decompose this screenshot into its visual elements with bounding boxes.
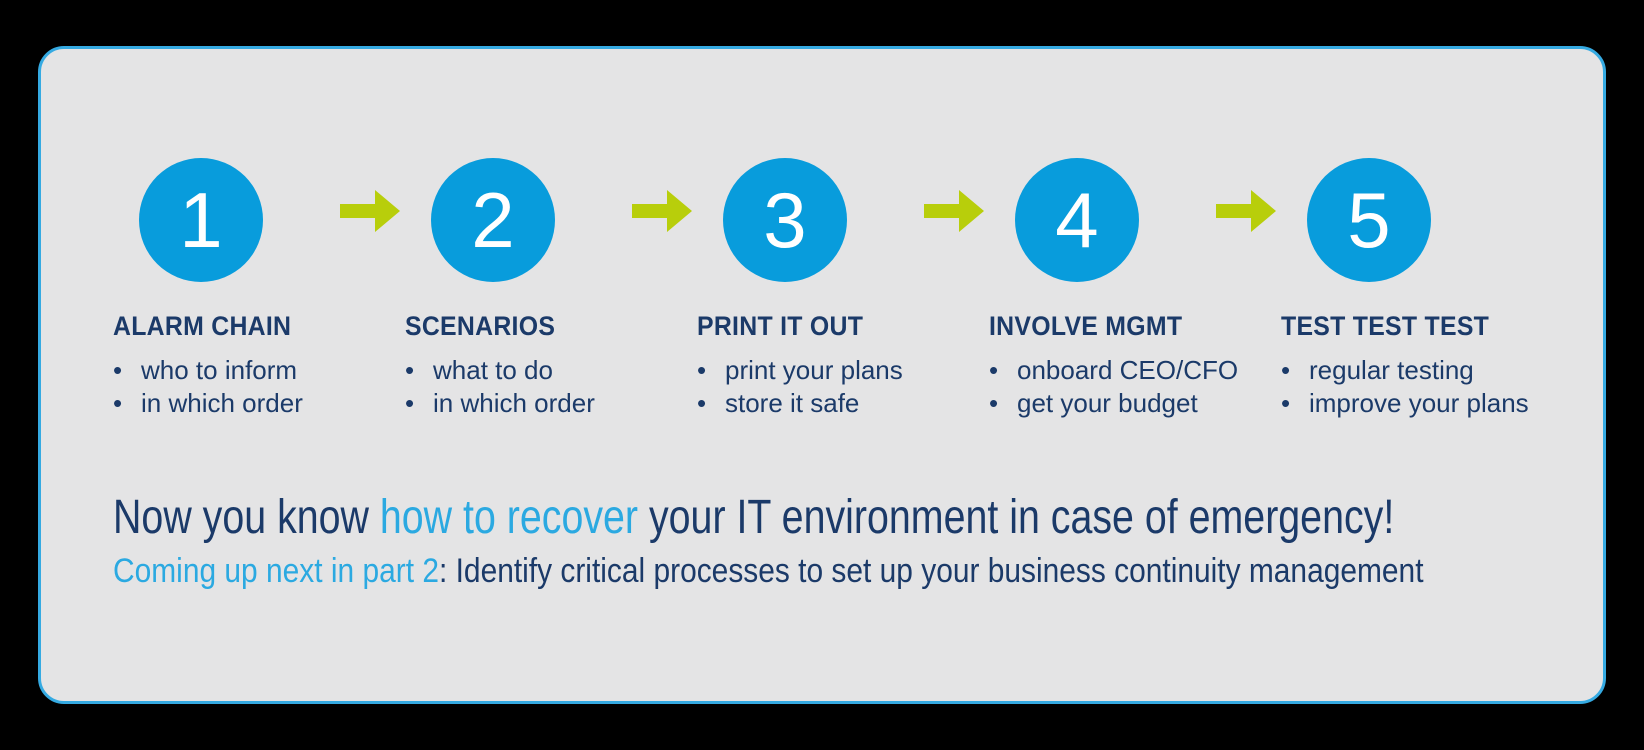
bullet-text: improve your plans [1309, 388, 1529, 418]
step-bullets: • print your plans • store it safe [697, 354, 919, 420]
bullet-item: • regular testing [1281, 354, 1503, 387]
step-title: ALARM CHAIN [113, 311, 292, 341]
step-bullets: • onboard CEO/CFO • get your budget [989, 354, 1238, 420]
arrow-right-icon [924, 190, 984, 232]
step-connector [335, 190, 405, 232]
step-involve-mgmt: 4 INVOLVE MGMT • onboard CEO/CFO • get y… [989, 158, 1238, 420]
bullet-text: get your budget [1017, 388, 1198, 418]
bullet-text: print your plans [725, 355, 903, 385]
step-alarm-chain: 1 ALARM CHAIN • who to inform • in which… [113, 158, 335, 420]
step-title: TEST TEST TEST [1281, 311, 1490, 341]
bullet-item: • in which order [405, 387, 627, 420]
step-bullets: • regular testing • improve your plans [1281, 354, 1529, 420]
infographic-card: 1 ALARM CHAIN • who to inform • in which… [38, 46, 1606, 704]
bullet-item: • what to do [405, 354, 627, 387]
bullet-item: • get your budget [989, 387, 1211, 420]
bullet-dot: • [405, 388, 415, 418]
summary-subline-suffix: : Identify critical processes to set up … [438, 552, 1424, 590]
step-print-it-out: 3 PRINT IT OUT • print your plans • stor… [697, 158, 919, 420]
step-number-badge: 1 [139, 158, 263, 282]
step-number: 3 [763, 176, 807, 264]
step-connector [919, 190, 989, 232]
step-number-badge: 3 [723, 158, 847, 282]
bullet-text: store it safe [725, 388, 860, 418]
step-bullets: • who to inform • in which order [113, 354, 335, 420]
arrow-right-icon [632, 190, 692, 232]
step-bullets: • what to do • in which order [405, 354, 627, 420]
step-number: 5 [1347, 176, 1391, 264]
bullet-item: • in which order [113, 387, 335, 420]
step-number: 2 [471, 176, 515, 264]
arrow-right-icon [340, 190, 400, 232]
summary-headline: Now you know how to recover your IT envi… [113, 490, 1394, 545]
bullet-item: • store it safe [697, 387, 919, 420]
bullet-text: in which order [141, 388, 303, 418]
step-connector [1211, 190, 1281, 232]
bullet-text: who to inform [141, 355, 298, 385]
bullet-dot: • [697, 355, 707, 385]
step-number-badge: 2 [431, 158, 555, 282]
bullet-item: • who to inform [113, 354, 335, 387]
bullet-dot: • [989, 355, 999, 385]
summary-block: Now you know how to recover your IT envi… [113, 490, 1603, 592]
step-number-badge: 5 [1307, 158, 1431, 282]
summary-headline-suffix: your IT environment in case of emergency… [638, 491, 1395, 544]
summary-headline-highlight: how to recover [379, 491, 639, 544]
step-title: PRINT IT OUT [697, 311, 864, 341]
step-number: 1 [179, 176, 223, 264]
bullet-dot: • [113, 355, 123, 385]
bullet-item: • improve your plans [1281, 387, 1529, 420]
bullet-text: regular testing [1309, 355, 1474, 385]
bullet-dot: • [989, 388, 999, 418]
bullet-item: • onboard CEO/CFO [989, 354, 1238, 387]
bullet-dot: • [1281, 388, 1291, 418]
bullet-text: onboard CEO/CFO [1017, 355, 1239, 385]
bullet-item: • print your plans [697, 354, 919, 387]
bullet-dot: • [1281, 355, 1291, 385]
arrow-right-icon [1216, 190, 1276, 232]
bullet-dot: • [697, 388, 707, 418]
step-scenarios: 2 SCENARIOS • what to do • in which orde… [405, 158, 627, 420]
bullet-dot: • [113, 388, 123, 418]
bullet-text: in which order [433, 388, 595, 418]
summary-subline-highlight: Coming up next in part 2 [113, 552, 439, 590]
summary-headline-prefix: Now you know [113, 491, 380, 544]
steps-row: 1 ALARM CHAIN • who to inform • in which… [113, 158, 1603, 420]
step-connector [627, 190, 697, 232]
step-test-test-test: 5 TEST TEST TEST • regular testing • imp… [1281, 158, 1529, 420]
step-title: INVOLVE MGMT [989, 311, 1183, 341]
step-number-badge: 4 [1015, 158, 1139, 282]
bullet-dot: • [405, 355, 415, 385]
summary-subline: Coming up next in part 2: Identify criti… [113, 551, 1424, 592]
bullet-text: what to do [433, 355, 553, 385]
step-number: 4 [1055, 176, 1099, 264]
step-title: SCENARIOS [405, 311, 556, 341]
